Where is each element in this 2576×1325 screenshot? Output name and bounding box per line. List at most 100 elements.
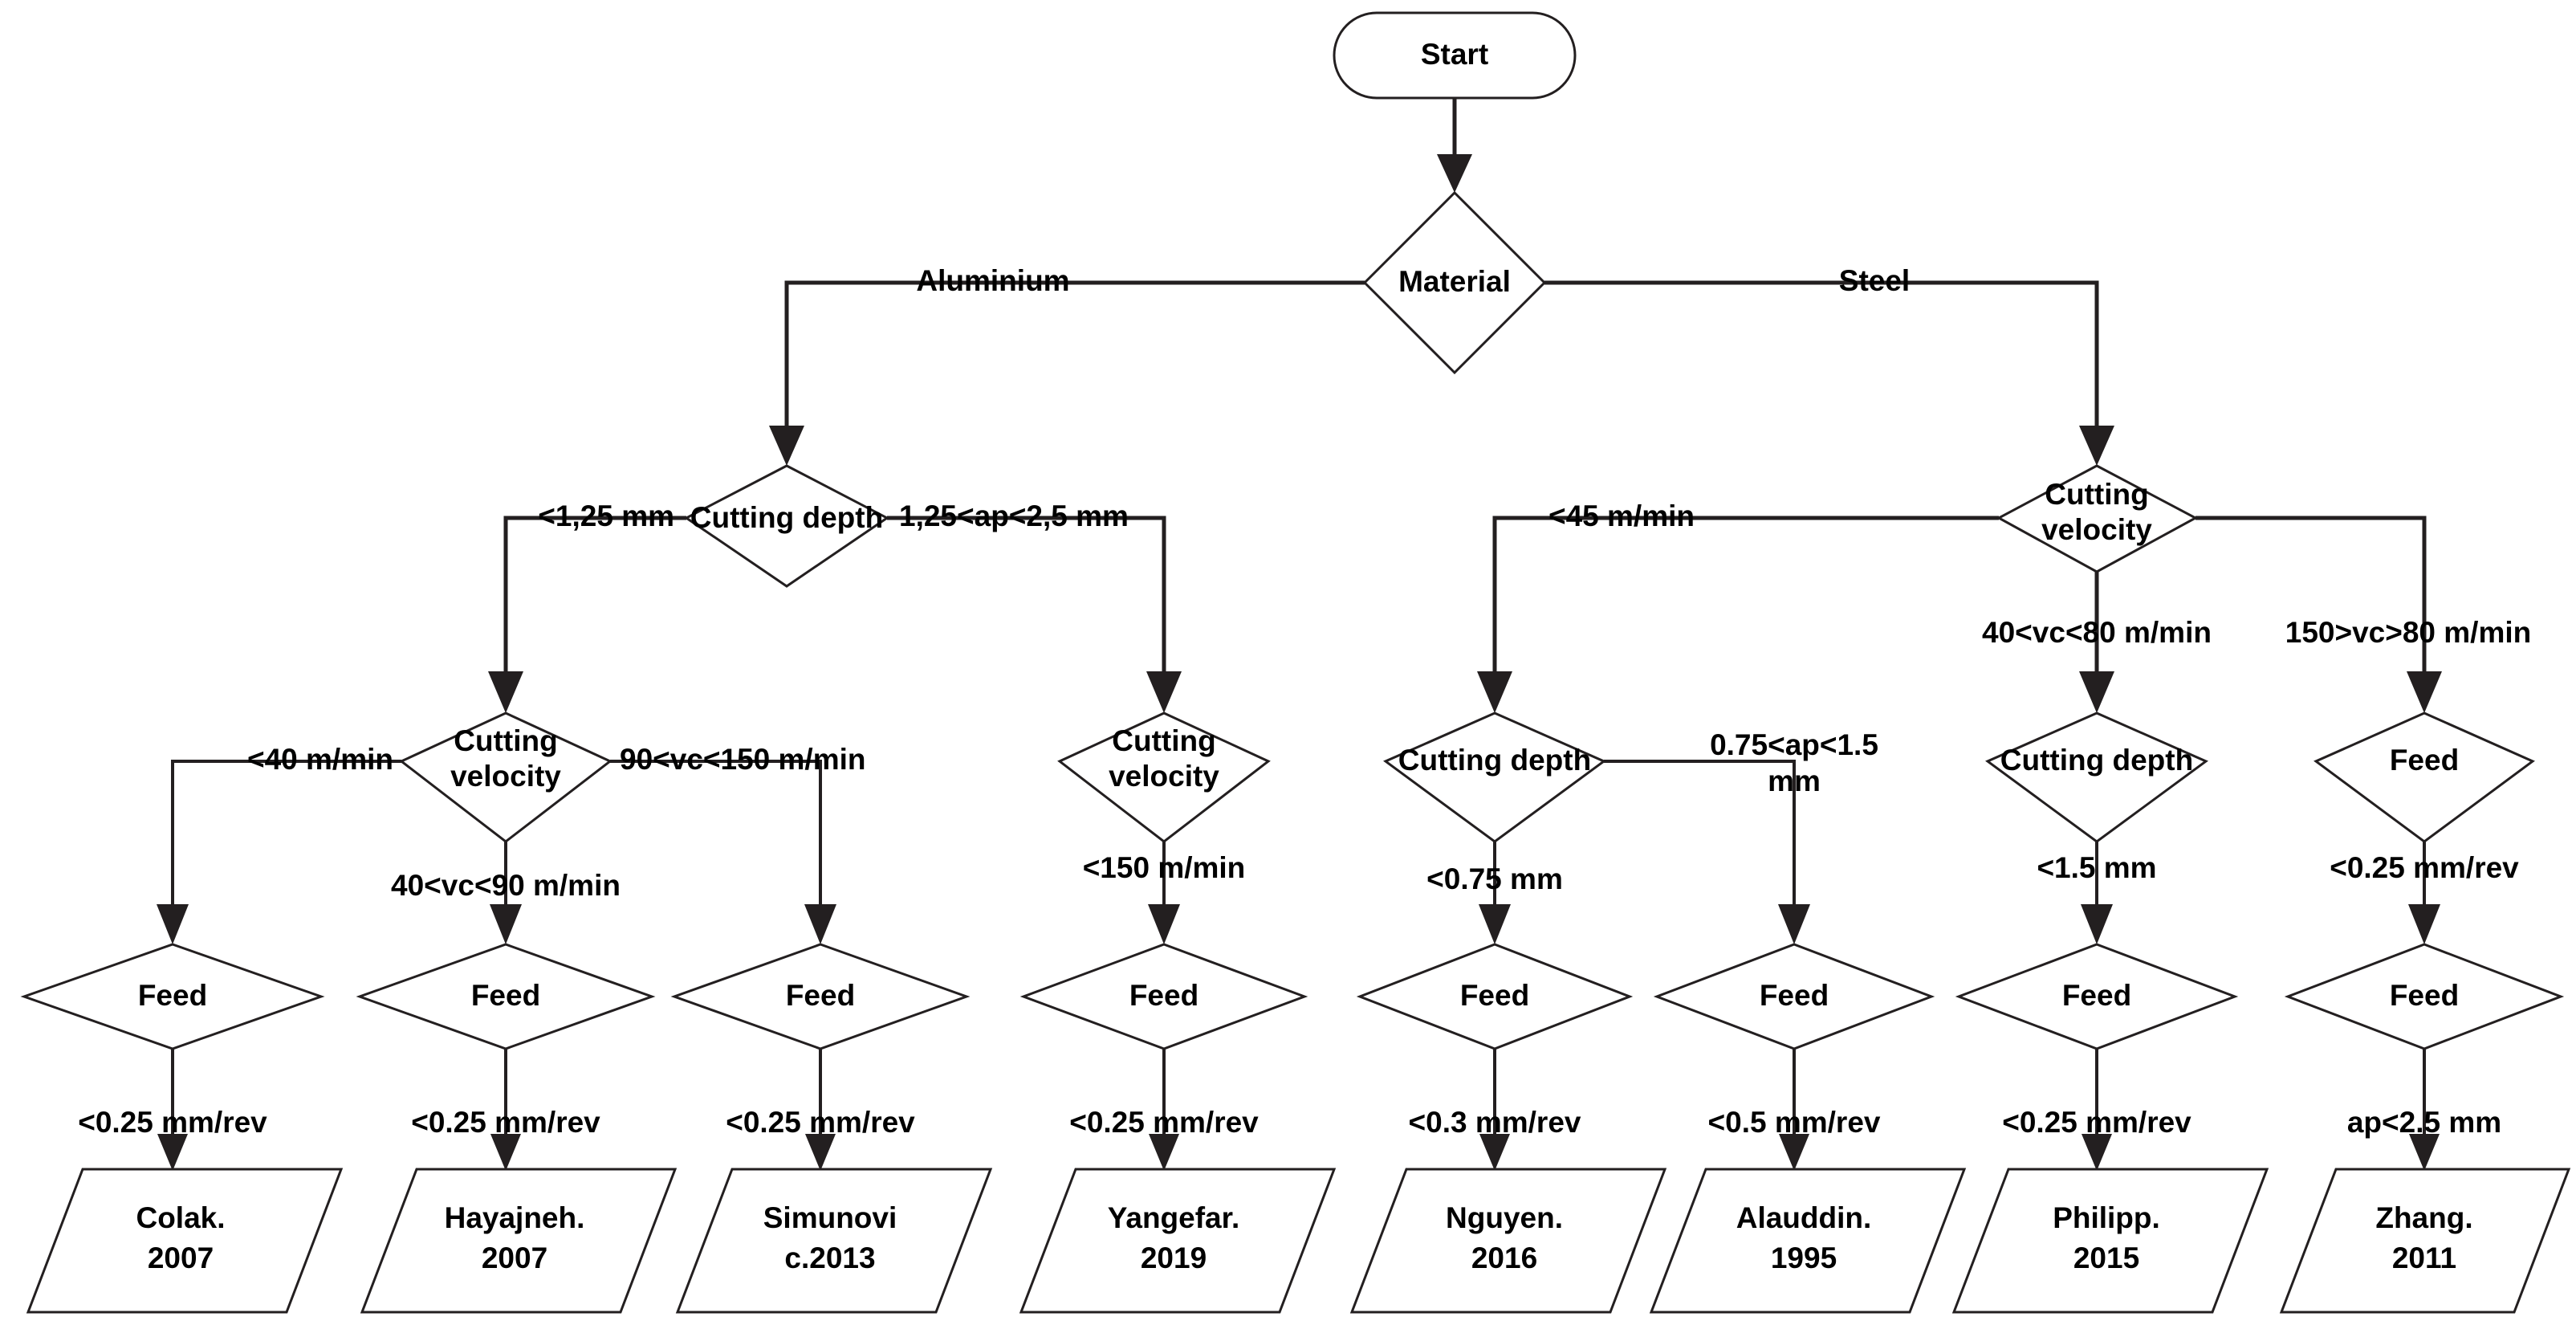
arrowhead-feed6 — [1778, 904, 1810, 944]
feed8-shape — [2284, 943, 2565, 1050]
nodes-layer: Start Material Cutting depth Cutting vel… — [20, 11, 2571, 1314]
edge-label-vc-150-80: 150>vc>80 m/min — [2285, 616, 2532, 649]
node-steel-depth-a[interactable]: Cutting depth — [1383, 711, 1606, 843]
arrowhead-feed5 — [1479, 904, 1511, 944]
feed2-shape — [356, 943, 656, 1050]
edge-label-vc-40-80: 40<vc<80 m/min — [1982, 616, 2212, 649]
arrowhead-steel — [2079, 426, 2114, 466]
ref7-shape — [1951, 1168, 2269, 1314]
edge-label-aluminium: Aluminium — [916, 264, 1069, 297]
material-shape — [1362, 190, 1547, 375]
node-feed-3[interactable]: Feed — [670, 943, 971, 1050]
ref4-label-line1: Yangefar. — [1108, 1201, 1240, 1234]
node-feed-8[interactable]: Feed — [2284, 943, 2565, 1050]
node-ref-2[interactable]: Hayajneh. 2007 — [360, 1168, 678, 1314]
node-al-cutting-depth[interactable]: Cutting depth — [684, 464, 889, 588]
edge-aldepth-lt125 — [503, 516, 686, 675]
ref2-shape — [360, 1168, 678, 1314]
edge-label-feed-lt-025-steel: <0.25 mm/rev — [2330, 851, 2519, 884]
node-feed-1[interactable]: Feed — [20, 943, 325, 1050]
edge-stvel-150-80 — [2196, 516, 2427, 675]
feed6-shape — [1653, 943, 1935, 1050]
feed3-shape — [670, 943, 971, 1050]
node-steel-depth-b[interactable]: Cutting depth — [1985, 711, 2208, 843]
st-feed-top-shape — [2314, 711, 2535, 843]
node-feed-7[interactable]: Feed — [1955, 943, 2239, 1050]
edge-label-vc-lt-150: <150 m/min — [1083, 851, 1246, 884]
edge-label-f1: <0.25 mm/rev — [78, 1106, 267, 1139]
arrowhead-feed7 — [2081, 904, 2113, 944]
edge-label-ap-075-15-line2: mm — [1768, 764, 1821, 797]
node-ref-7[interactable]: Philipp. 2015 — [1951, 1168, 2269, 1314]
node-feed-4[interactable]: Feed — [1019, 943, 1308, 1050]
edge-label-ap-lt-075: <0.75 mm — [1426, 862, 1563, 895]
edge-stvel-lt45 — [1492, 516, 1999, 675]
arrowhead-aldepth-125-25 — [1146, 671, 1182, 713]
feed8-label: Feed — [2390, 979, 2459, 1012]
ref8-shape — [2279, 1168, 2571, 1314]
ref4-label-line2: 2019 — [1141, 1241, 1207, 1274]
edge-label-vc-90-150: 90<vc<150 m/min — [620, 743, 866, 776]
edge-label-f8: ap<2.5 mm — [2347, 1106, 2501, 1139]
node-feed-2[interactable]: Feed — [356, 943, 656, 1050]
node-start[interactable]: Start — [1333, 11, 1577, 100]
ref8-label-line1: Zhang. — [2375, 1201, 2472, 1234]
edge-label-vc-lt-45: <45 m/min — [1548, 499, 1695, 532]
edge-label-f6: <0.5 mm/rev — [1708, 1106, 1881, 1139]
node-ref-3[interactable]: Simunovi c.2013 — [675, 1168, 993, 1314]
node-ref-1[interactable]: Colak. 2007 — [26, 1168, 344, 1314]
edge-label-f2: <0.25 mm/rev — [411, 1106, 600, 1139]
st-depth-b-label: Cutting depth — [2000, 744, 2193, 777]
ref2-label-line2: 2007 — [482, 1241, 547, 1274]
ref6-shape — [1649, 1168, 1967, 1314]
steel-velocity-label-line1: Cutting — [2045, 478, 2148, 511]
node-steel-feed-top[interactable]: Feed — [2314, 711, 2535, 843]
ref3-label-line2: c.2013 — [784, 1241, 875, 1274]
al-depth-shape — [684, 464, 889, 588]
al-vel-b-label-line2: velocity — [1109, 760, 1219, 793]
edge-label-ap-lt-15: <1.5 mm — [2037, 851, 2156, 884]
node-feed-6[interactable]: Feed — [1653, 943, 1935, 1050]
edge-label-f5: <0.3 mm/rev — [1409, 1106, 1581, 1139]
start-label: Start — [1421, 38, 1488, 71]
node-steel-cutting-velocity[interactable]: Cutting velocity — [1996, 464, 2199, 573]
edge-alvela-90-150 — [610, 760, 822, 907]
edge-label-f3: <0.25 mm/rev — [726, 1106, 915, 1139]
edge-alvela-lt40 — [171, 760, 401, 907]
ref2-label-line1: Hayajneh. — [445, 1201, 585, 1234]
steel-velocity-shape — [1996, 464, 2199, 573]
node-material[interactable]: Material — [1362, 190, 1547, 375]
arrowhead-ref3 — [805, 1134, 836, 1171]
node-ref-5[interactable]: Nguyen. 2016 — [1349, 1168, 1667, 1314]
ref7-label-line1: Philipp. — [2053, 1201, 2160, 1234]
st-depth-b-shape — [1985, 711, 2208, 843]
feed1-shape — [20, 943, 325, 1050]
edge-label-ap-125-25: 1,25<ap<2,5 mm — [899, 499, 1129, 532]
al-vel-a-label-line2: velocity — [450, 760, 561, 793]
feed4-label: Feed — [1129, 979, 1198, 1012]
node-ref-4[interactable]: Yangefar. 2019 — [1019, 1168, 1337, 1314]
node-ref-6[interactable]: Alauddin. 1995 — [1649, 1168, 1967, 1314]
edge-label-ap-075-15-line1: 0.75<ap<1.5 — [1710, 728, 1878, 761]
al-vel-a-label-line1: Cutting — [454, 724, 557, 757]
ref3-label-line1: Simunovi — [763, 1201, 897, 1234]
node-al-velocity-b[interactable]: Cutting velocity — [1057, 711, 1271, 843]
feed7-label: Feed — [2062, 979, 2131, 1012]
feed5-label: Feed — [1460, 979, 1529, 1012]
node-al-velocity-a[interactable]: Cutting velocity — [399, 711, 612, 843]
ref5-label-line2: 2016 — [1471, 1241, 1537, 1274]
ref4-shape — [1019, 1168, 1337, 1314]
st-feed-top-label: Feed — [2390, 744, 2459, 777]
arrowhead-ref8 — [2409, 1134, 2440, 1171]
node-ref-8[interactable]: Zhang. 2011 — [2279, 1168, 2571, 1314]
al-vel-b-label-line1: Cutting — [1112, 724, 1215, 757]
arrowhead-ref5 — [1479, 1134, 1510, 1171]
feed6-label: Feed — [1760, 979, 1829, 1012]
arrowhead-aldepth-lt125 — [488, 671, 523, 713]
edge-aldepth-125-25 — [887, 516, 1166, 675]
feed5-shape — [1356, 943, 1634, 1050]
node-feed-5[interactable]: Feed — [1356, 943, 1634, 1050]
edge-label-steel: Steel — [1839, 264, 1910, 297]
